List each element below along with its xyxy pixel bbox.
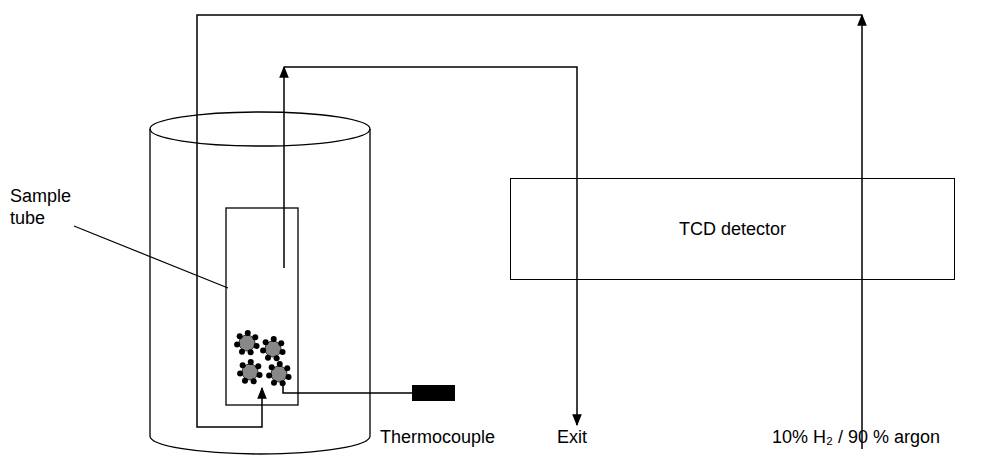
metal-dot bbox=[280, 380, 286, 386]
metal-dot bbox=[255, 363, 261, 369]
callout-label: Exit bbox=[557, 426, 617, 448]
metal-dot bbox=[245, 330, 251, 336]
metal-dot bbox=[278, 340, 284, 346]
metal-dot bbox=[257, 372, 263, 378]
metal-dot bbox=[263, 339, 269, 345]
sample-tube bbox=[226, 208, 298, 405]
metal-dot bbox=[248, 359, 254, 365]
metal-dot bbox=[260, 347, 266, 353]
metal-dot bbox=[277, 361, 283, 367]
furnace-cylinder bbox=[150, 112, 370, 454]
metal-dot bbox=[242, 378, 248, 384]
callout-label: Sample tube bbox=[10, 185, 88, 229]
leader-line bbox=[74, 226, 228, 288]
metal-dot bbox=[237, 333, 243, 339]
gas-feed-line bbox=[197, 15, 862, 427]
metal-dot bbox=[251, 378, 257, 384]
metal-dot bbox=[265, 355, 271, 361]
metal-dot bbox=[274, 355, 280, 361]
metal-dot bbox=[237, 370, 243, 376]
metal-dot bbox=[239, 349, 245, 355]
metal-dot bbox=[234, 341, 240, 347]
gas-outlet-line bbox=[283, 67, 285, 268]
metal-dot bbox=[252, 334, 258, 340]
detector-box: TCD detector bbox=[510, 178, 955, 280]
metal-dot bbox=[248, 349, 254, 355]
callout-label: Thermocouple bbox=[380, 426, 520, 448]
box-label: TCD detector bbox=[679, 218, 786, 240]
metal-dot bbox=[269, 364, 275, 370]
thermocouple-wire bbox=[283, 385, 412, 393]
metal-dot bbox=[240, 362, 246, 368]
metal-dot bbox=[284, 365, 290, 371]
callout-label: 10% H₂ / 90 % argon bbox=[772, 426, 987, 448]
metal-dot bbox=[286, 374, 292, 380]
metal-dot bbox=[254, 343, 260, 349]
thermocouple-probe bbox=[412, 385, 455, 401]
metal-dot bbox=[266, 372, 272, 378]
metal-dot bbox=[271, 380, 277, 386]
metal-dot bbox=[271, 336, 277, 342]
catalyst-particles bbox=[234, 330, 291, 386]
metal-dot bbox=[280, 349, 286, 355]
exit-line bbox=[284, 67, 577, 425]
gas-inlet-line bbox=[861, 15, 863, 449]
